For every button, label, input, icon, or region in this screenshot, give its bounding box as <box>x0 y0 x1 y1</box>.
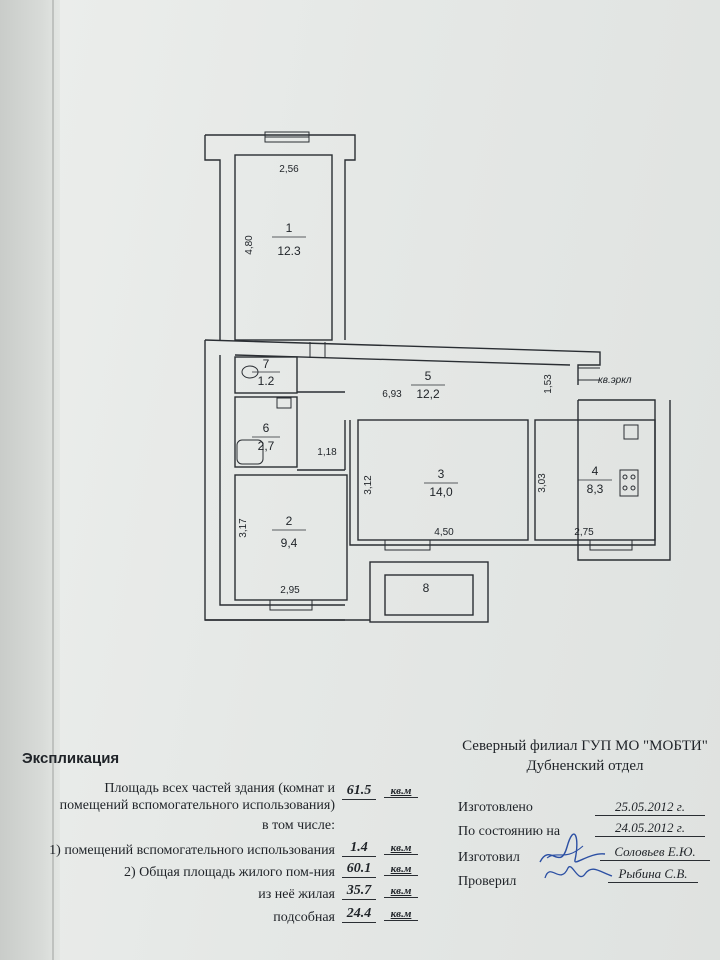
sink-fixture <box>276 397 292 409</box>
kitchen-sink-fixture <box>623 424 639 440</box>
dim-room-4-width: 2,75 <box>574 527 594 538</box>
residential-unit: кв.м <box>384 885 418 898</box>
dim-room-3-width: 4,50 <box>434 527 454 538</box>
room-6-area: 2,7 <box>258 439 275 453</box>
dim-room-1-height: 4,80 <box>244 235 255 255</box>
living-total-unit: кв.м <box>384 863 418 876</box>
dim-hall-length: 6,93 <box>382 389 402 400</box>
room-7-area: 1.2 <box>258 374 275 388</box>
maker-signature <box>539 833 606 863</box>
living-total-value: 60.1 <box>342 861 376 878</box>
made-label: Изготовлено <box>458 800 533 815</box>
balcony-8 <box>369 561 489 623</box>
room-2-number: 2 <box>286 514 293 528</box>
room-2-area: 9,4 <box>281 536 298 550</box>
total-area-label-line1: Площадь всех частей здания (комнат и <box>104 781 335 796</box>
dim-corridor: 1,18 <box>317 447 337 458</box>
checker-name: Рыбина С.В. <box>608 866 698 883</box>
aux-area-label: 1) помещений вспомогательного использова… <box>49 843 335 858</box>
dim-room-2-height: 3,17 <box>238 518 249 538</box>
room-3-area: 14,0 <box>429 485 453 499</box>
room-7 <box>234 356 298 394</box>
balcony-8-inner <box>384 574 474 616</box>
explication-title: Экспликация <box>22 750 120 767</box>
room-1-area: 12.3 <box>277 244 301 258</box>
bathtub-fixture <box>236 439 264 465</box>
room-3-number: 3 <box>438 467 445 481</box>
dim-room-2-width: 2,95 <box>280 585 300 596</box>
room-3 <box>357 419 529 541</box>
total-area-unit: кв.м <box>384 785 418 798</box>
room-6-number: 6 <box>263 421 270 435</box>
room-5-area: 12,2 <box>416 387 440 401</box>
aux-area-unit: кв.м <box>384 842 418 855</box>
stove-fixture <box>619 469 639 497</box>
hall-bottom <box>349 399 656 546</box>
room-1-inner <box>234 154 333 341</box>
maker-label: Изготовил <box>458 850 520 865</box>
utility-unit: кв.м <box>384 908 418 921</box>
state-date: 24.05.2012 г. <box>595 820 705 837</box>
total-area-value: 61.5 <box>342 783 376 800</box>
room-1-outer-wall <box>205 134 356 340</box>
page-fold-line <box>52 0 54 960</box>
residential-label: из неё жилая <box>258 887 335 902</box>
organization-department: Дубненский отдел <box>526 758 644 774</box>
hall-top-wall <box>204 339 601 385</box>
room-6 <box>234 396 298 468</box>
room-8-number: 8 <box>423 581 430 595</box>
room-7-number: 7 <box>263 357 270 371</box>
dim-room-4-height: 3,03 <box>537 473 548 493</box>
checker-signature <box>544 866 613 879</box>
page-fold-shadow <box>0 0 60 960</box>
room-1-number: 1 <box>286 221 293 235</box>
room-1-left-wall <box>204 135 221 340</box>
residential-value: 35.7 <box>342 883 376 900</box>
utility-label: подсобная <box>273 910 335 925</box>
floor-plan: 1 12.3 2 9,4 3 14,0 4 8,3 5 12,2 6 2,7 7… <box>204 131 671 623</box>
maker-name: Соловьев Е.Ю. <box>600 844 710 861</box>
left-outer-wall <box>204 340 370 621</box>
including-label: в том числе: <box>262 818 335 833</box>
utility-value: 24.4 <box>342 906 376 923</box>
room-4-area: 8,3 <box>587 482 604 496</box>
dim-hall-depth: 1,53 <box>543 374 554 394</box>
organization-name: Северный филиал ГУП МО "МОБТИ" <box>462 738 708 754</box>
checker-label: Проверил <box>458 874 517 889</box>
state-label: По состоянию на <box>458 824 561 839</box>
made-date: 25.05.2012 г. <box>595 799 705 816</box>
apartment-label: кв.эркл <box>598 375 632 386</box>
total-area-label-line2: помещений вспомогательного использования… <box>59 798 335 813</box>
room-5-number: 5 <box>425 369 432 383</box>
dim-room-1-width: 2,56 <box>279 164 299 175</box>
aux-area-value: 1.4 <box>342 840 376 857</box>
dim-room-3-height: 3,12 <box>363 475 374 495</box>
room-4-number: 4 <box>592 464 599 478</box>
living-total-label: 2) Общая площадь жилого пом-ния <box>123 865 335 880</box>
